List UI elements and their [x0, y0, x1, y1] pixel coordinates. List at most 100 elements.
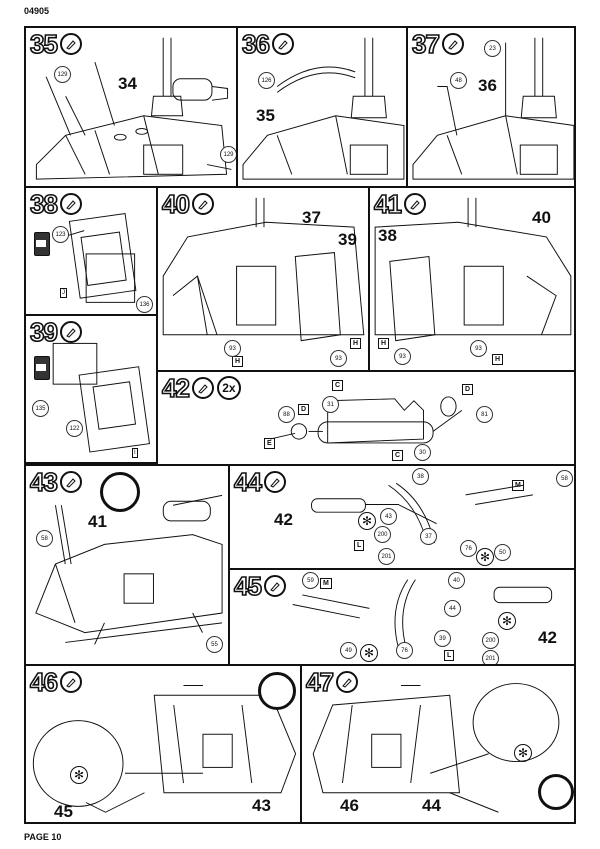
step-46-panel: 46 ✻ 45 43: [24, 664, 302, 824]
step-reference-label: 44: [422, 796, 441, 815]
step-reference-label: 38: [378, 226, 397, 245]
decal-reference: J: [60, 288, 67, 298]
step-47-panel: 47 ✻ 46 44: [300, 664, 576, 824]
part-number: 93: [224, 340, 241, 357]
step-reference-label: 36: [478, 76, 497, 95]
glue-icon: [59, 193, 82, 215]
step-reference-label: 42: [274, 510, 293, 529]
step-number: 35: [29, 29, 59, 59]
glue-icon: [335, 671, 358, 693]
part-number: 136: [136, 296, 153, 313]
step-reference-label: 43: [252, 796, 271, 815]
part-number: 44: [444, 600, 461, 617]
step-42-panel: 42 2x C 31 D 88 D 81 E 30 C: [156, 370, 576, 466]
step-44-panel: 44 42 38 43 37 200 201 76 50 58 M L ✻ ✻: [228, 464, 576, 570]
step-number: 47: [305, 667, 335, 697]
step-43-header: 43: [29, 467, 82, 497]
step-reference-label: 46: [340, 796, 359, 815]
step-45-panel: 45 42 59 40 44 39 200 201 49 76 M L ✻ ✻: [228, 568, 576, 666]
glue-icon: [59, 671, 82, 693]
helicopter-front-gun-sketch: [312, 683, 560, 813]
glue-icon: [59, 321, 82, 343]
step-41-header: 41: [373, 190, 426, 218]
helicopter-side-door-sketch: [374, 197, 572, 342]
asterisk-symbol-icon: ✻: [476, 548, 494, 566]
asterisk-symbol-icon: ✻: [70, 766, 88, 784]
step-37-header: 37: [411, 30, 464, 58]
reference-letter: L: [444, 650, 455, 661]
reference-letter: C: [392, 450, 404, 461]
gun-mount-exploded-sketch: [311, 482, 533, 544]
reference-letter: E: [264, 438, 275, 449]
drying-time-clock-icon: [100, 472, 140, 512]
part-number: 55: [206, 636, 223, 653]
part-number: 50: [494, 544, 511, 561]
paint-jar-icon: [34, 232, 50, 256]
step-number: 38: [29, 189, 59, 219]
step-reference-label: 35: [256, 106, 275, 125]
asterisk-symbol-icon: ✻: [358, 512, 376, 530]
glue-icon: [191, 377, 214, 399]
step-number: 36: [241, 29, 271, 59]
part-number: 93: [470, 340, 487, 357]
step-reference-label: 37: [302, 208, 321, 227]
step-number: 45: [233, 571, 263, 601]
glue-icon: [263, 575, 286, 597]
reference-letter: M: [512, 480, 524, 491]
step-36-panel: 36 126 35: [236, 26, 408, 188]
part-number: 81: [476, 406, 493, 423]
paint-jar-icon: [34, 356, 50, 380]
step-40-panel: 40 37 39 H 93 93 H: [156, 186, 370, 372]
helicopter-side-door-sketch: [162, 197, 365, 342]
part-number: 43: [380, 508, 397, 525]
reference-letter: H: [378, 338, 390, 349]
step-reference-label: 45: [54, 802, 73, 821]
step-number: 46: [29, 667, 59, 697]
part-number: 48: [450, 72, 467, 89]
page-number: PAGE 10: [24, 832, 62, 842]
part-number: 88: [278, 406, 295, 423]
reference-letter: L: [354, 540, 365, 551]
step-38-panel: 38 123 J 136: [24, 186, 158, 316]
step-46-header: 46: [29, 667, 82, 697]
step-35-header: 35: [29, 29, 82, 59]
part-number: 200: [374, 526, 391, 543]
step-number: 40: [161, 189, 191, 219]
part-number: 40: [448, 572, 465, 589]
part-number: 39: [434, 630, 451, 647]
step-42-header: 42 2x: [161, 374, 241, 402]
part-number: 200: [482, 632, 499, 649]
part-number: 93: [330, 350, 347, 367]
part-number: 31: [322, 396, 339, 413]
step-number: 39: [29, 317, 59, 347]
helicopter-overview-sketch: [35, 494, 223, 645]
glue-icon: [191, 193, 214, 215]
window-frame-sketch: [52, 342, 151, 453]
step-37-panel: 37 23 48 36: [406, 26, 576, 188]
step-47-header: 47: [305, 667, 358, 697]
step-38-header: 38: [29, 189, 82, 219]
part-number: 30: [414, 444, 431, 461]
asterisk-symbol-icon: ✻: [498, 612, 516, 630]
reference-letter: M: [320, 578, 332, 589]
part-number: 38: [412, 468, 429, 485]
step-40-header: 40: [161, 189, 214, 219]
step-number: 43: [29, 467, 59, 497]
glue-icon: [271, 33, 294, 55]
drying-time-clock-icon: [538, 774, 574, 810]
part-number: 37: [420, 528, 437, 545]
part-number: 122: [66, 420, 83, 437]
reference-letter: H: [232, 356, 244, 367]
helicopter-front-gun-sketch: [32, 685, 297, 813]
part-number: 58: [556, 470, 573, 487]
step-35-panel: 35 129 34 129: [24, 26, 238, 188]
document-code: 04905: [24, 6, 50, 16]
reference-letter: H: [492, 354, 504, 365]
step-reference-label: 40: [532, 208, 551, 227]
glue-icon: [403, 193, 426, 215]
step-43-panel: 43 41 58 55: [24, 464, 230, 666]
part-number: 129: [54, 66, 71, 83]
part-number: 49: [340, 642, 357, 659]
drying-time-clock-icon: [258, 672, 296, 710]
part-number: 76: [460, 540, 477, 557]
